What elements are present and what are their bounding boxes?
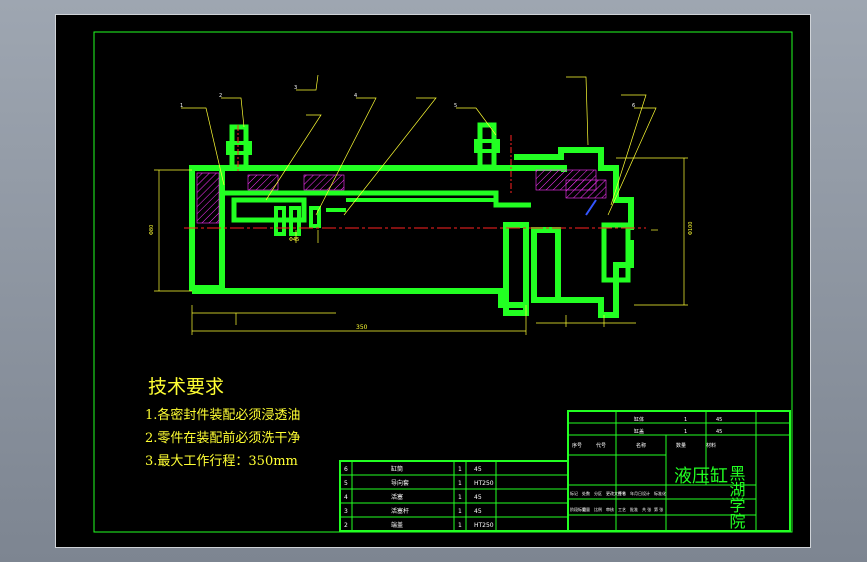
- parts-row-name: 端盖: [391, 521, 403, 529]
- dimension-outer: Φ100: [688, 222, 694, 235]
- leader-lines: [181, 74, 657, 216]
- title-block: [567, 410, 791, 532]
- title-row-name: 缸体: [634, 416, 644, 423]
- title-block-bottom-labels: 标记处数分区更改文件号签名年月日设计标准化阶段标记重量比例审核工艺批准共 张第 …: [570, 490, 666, 512]
- parts-row-material: 45: [474, 494, 482, 501]
- title-block-label: 更改文件号: [606, 490, 626, 496]
- parts-row-material: 45: [474, 466, 482, 473]
- parts-row-name: 活塞: [391, 493, 403, 501]
- dimension-lines: [154, 157, 688, 335]
- title-block-header-label: 序号: [572, 442, 582, 449]
- parts-row-material: 45: [474, 508, 482, 515]
- drawing-name: 液压缸: [674, 465, 728, 487]
- callout-label: 6: [632, 103, 635, 109]
- title-block-header: 序号 代号 名称 数量 材料: [572, 442, 716, 449]
- title-block-label: 比例: [594, 506, 602, 512]
- parts-row-qty: 1: [458, 480, 462, 487]
- title-row-qty: 1: [684, 417, 687, 423]
- parts-row-no: 2: [344, 522, 348, 529]
- port-boss-left: [229, 124, 249, 170]
- title-block-label: 第 张: [654, 506, 663, 512]
- title-row-qty: 1: [684, 429, 687, 435]
- title-block-label: 审核: [606, 506, 614, 512]
- title-block-header-label: 材料: [706, 442, 716, 449]
- parts-row-no: 6: [344, 466, 348, 473]
- parts-row-material: HT250: [474, 522, 494, 529]
- title-block-label: 标记: [570, 490, 578, 496]
- gland-flange: [503, 222, 529, 316]
- hydraulic-cylinder-assembly: [189, 122, 634, 318]
- tech-requirements-title: 技术要求: [148, 376, 225, 398]
- cad-canvas: 1 2 3 4 5 6 350 Φ80 Φ45 Φ100 6 缸筒 1 45 5 导向套 1…: [93, 31, 793, 533]
- title-block-label: 批准: [630, 506, 638, 512]
- tech-requirement-item: 2.零件在装配前必须洗干净: [145, 431, 301, 446]
- title-block-label: 签名: [618, 490, 626, 496]
- title-block-label: 阶段标记: [570, 506, 586, 512]
- dimension-bore: Φ80: [149, 225, 155, 235]
- title-block-label: 共 张: [642, 506, 651, 512]
- barrel-bottom: [192, 288, 526, 308]
- title-block-label: 标准化: [654, 490, 666, 496]
- tech-requirement-item: 1.各密封件装配必须浸透油: [145, 408, 301, 423]
- parts-row-no: 3: [344, 508, 348, 515]
- parts-row-no: 5: [344, 480, 348, 487]
- dimension-rod: Φ45: [289, 237, 299, 243]
- parts-row-name: 导向套: [391, 479, 409, 487]
- title-block-label: 工艺: [618, 507, 626, 512]
- parts-row-material: HT250: [474, 480, 494, 487]
- parts-row-qty: 1: [458, 508, 462, 515]
- title-row-name: 缸盖: [634, 428, 644, 435]
- title-block-label: 年月日: [630, 490, 642, 496]
- title-block-label: 处数: [582, 490, 590, 496]
- title-block-header-label: 代号: [596, 442, 606, 449]
- dimension-stroke: 350: [356, 324, 368, 331]
- school-name: 黑湖学院: [727, 465, 746, 530]
- piston: [231, 197, 307, 223]
- tech-requirement-item: 3.最大工作行程：350mm: [145, 454, 298, 469]
- callout-label: 3: [294, 85, 297, 91]
- callout-label: 1: [180, 103, 183, 109]
- parts-list-table: [339, 460, 569, 532]
- parts-row-name: 缸筒: [391, 465, 403, 473]
- parts-row-name: 活塞杆: [391, 507, 409, 515]
- parts-row-qty: 1: [458, 466, 462, 473]
- parts-row-qty: 1: [458, 494, 462, 501]
- title-block-label: 重量: [582, 506, 590, 512]
- title-block-label: 设计: [642, 490, 650, 496]
- section-hatching: [196, 169, 607, 224]
- title-block-header-label: 名称: [636, 442, 646, 449]
- callout-label: 4: [354, 93, 357, 99]
- gland-head: [514, 147, 634, 230]
- callout-label: 2: [219, 93, 222, 99]
- callout-label: 5: [454, 103, 457, 109]
- parts-row-no: 4: [344, 494, 348, 501]
- title-row-material: 45: [716, 429, 722, 435]
- title-block-header-label: 数量: [676, 442, 686, 449]
- port-boss-right: [477, 122, 497, 170]
- title-block-label: 分区: [594, 490, 602, 496]
- parts-row-qty: 1: [458, 522, 462, 529]
- drawing-sheet: 1 2 3 4 5 6 350 Φ80 Φ45 Φ100 6 缸筒 1 45 5 导向套 1…: [55, 14, 811, 548]
- title-row-material: 45: [716, 417, 722, 423]
